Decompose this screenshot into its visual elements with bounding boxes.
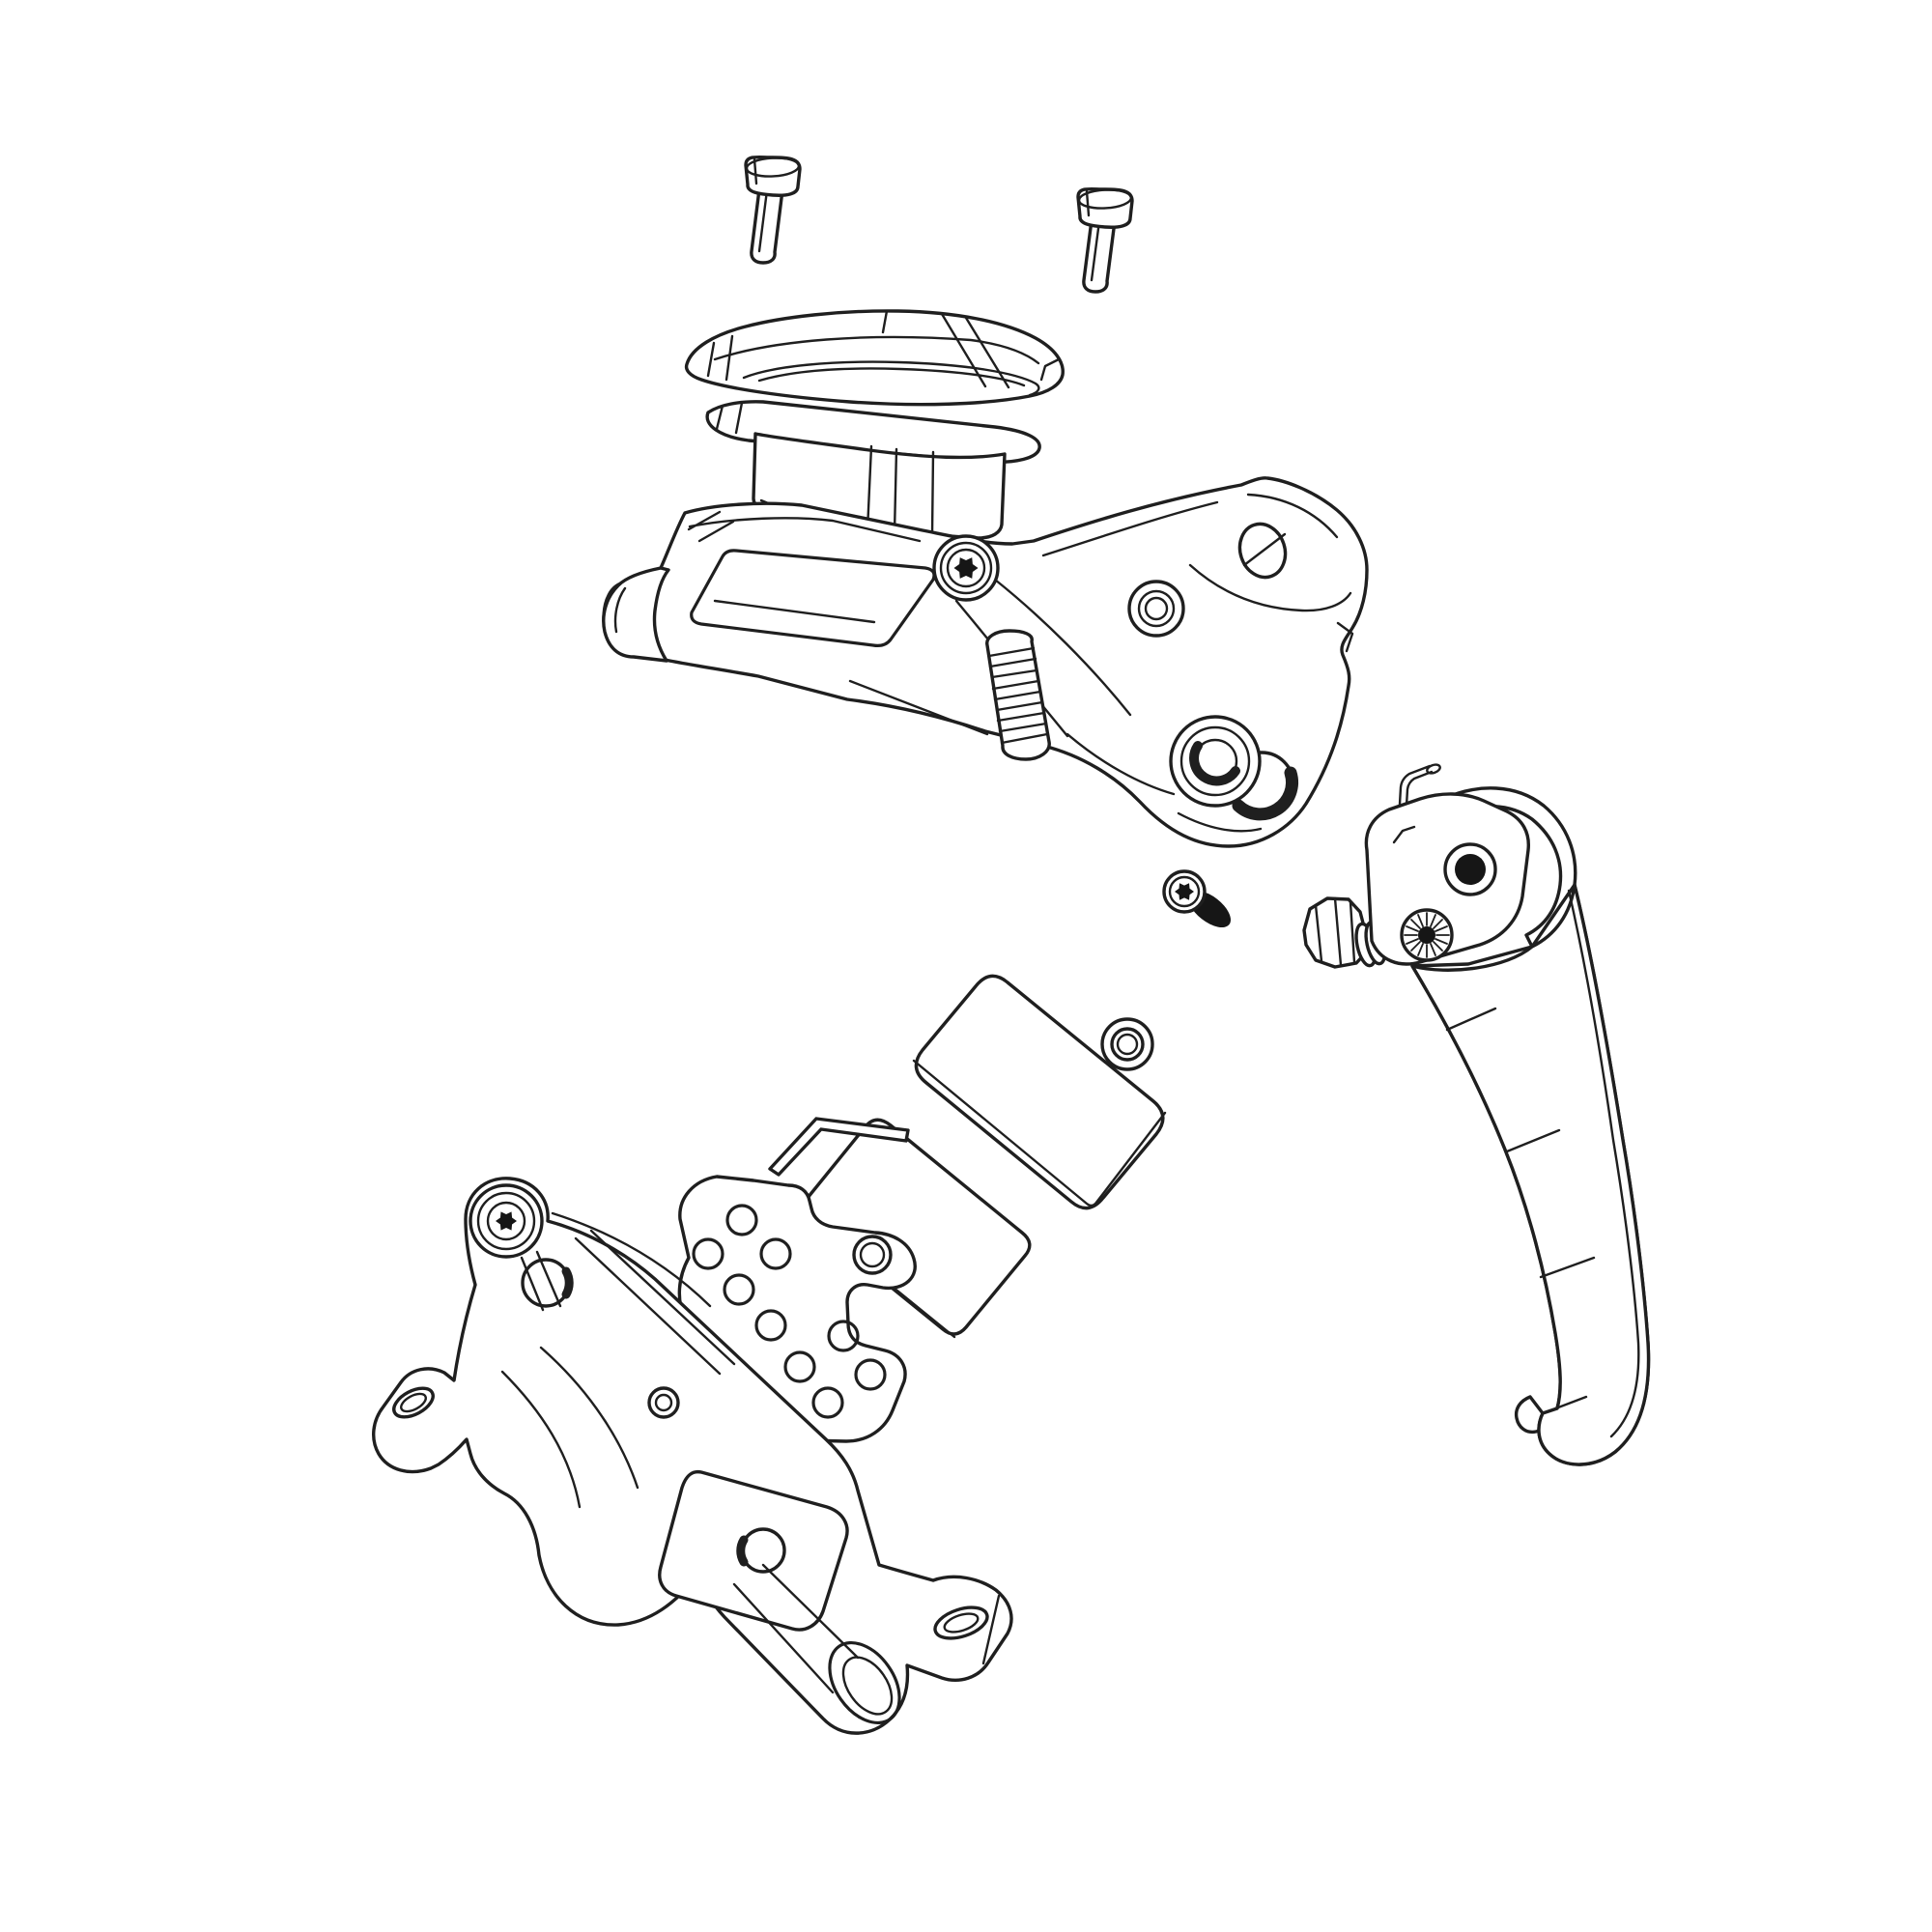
- cover-bolt-right: [1076, 186, 1134, 294]
- reservoir-cover: [684, 309, 1065, 407]
- cover-bolt-left: [744, 155, 802, 265]
- caliper-body: [372, 1177, 1013, 1735]
- brake-pad-front: [912, 974, 1167, 1210]
- pivot-bolt: [1162, 869, 1231, 928]
- lever-blade: [1364, 763, 1651, 1466]
- master-cylinder-body: [602, 476, 1369, 848]
